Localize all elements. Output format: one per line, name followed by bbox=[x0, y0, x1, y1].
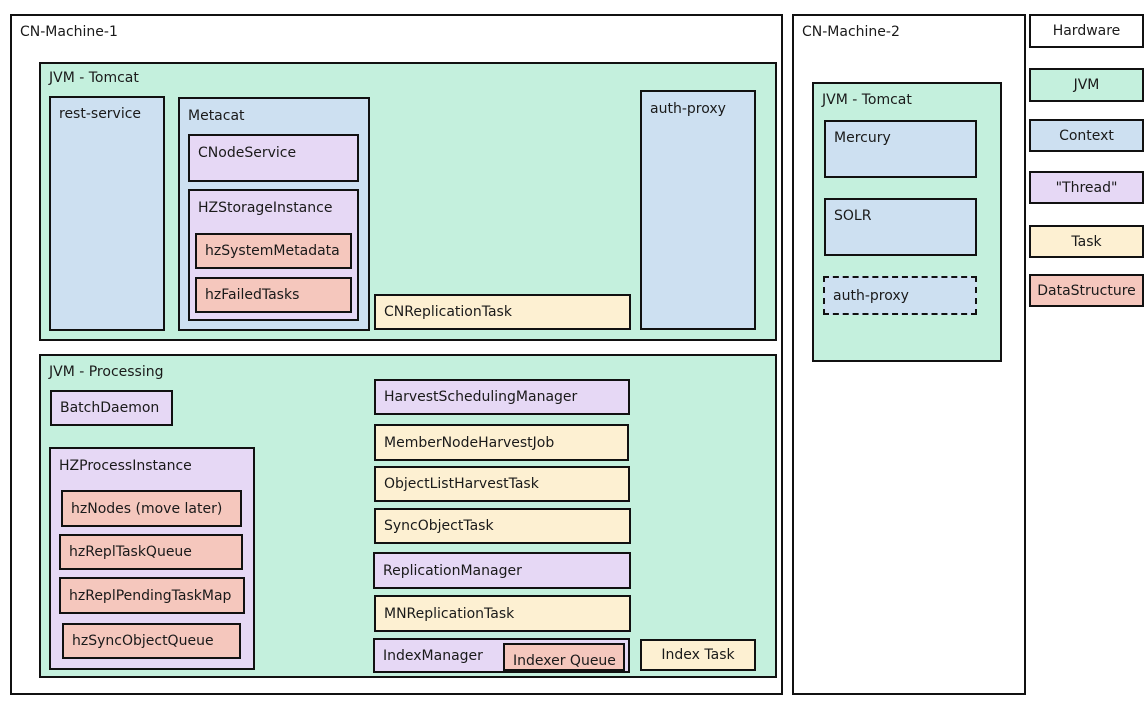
cn-machine-2-title: CN-Machine-2 bbox=[802, 24, 900, 40]
jvm-processing-title: JVM - Processing bbox=[49, 364, 164, 380]
batch-daemon-label: BatchDaemon bbox=[60, 400, 160, 416]
mercury-context: Mercury bbox=[824, 120, 977, 178]
legend-data-structure-label: DataStructure bbox=[1037, 282, 1136, 299]
hz-storage-instance-label: HZStorageInstance bbox=[198, 200, 333, 216]
auth-proxy-context-1: auth-proxy bbox=[640, 90, 756, 330]
hz-repl-pending-task-map-label: hzReplPendingTaskMap bbox=[69, 587, 232, 604]
legend-task: Task bbox=[1029, 225, 1144, 258]
sync-object-task: SyncObjectTask bbox=[374, 508, 631, 544]
hz-failed-tasks-label: hzFailedTasks bbox=[205, 287, 300, 303]
solr-label: SOLR bbox=[834, 208, 872, 224]
hz-repl-task-queue: hzReplTaskQueue bbox=[59, 534, 243, 570]
object-list-harvest-task: ObjectListHarvestTask bbox=[374, 466, 630, 502]
jvm-tomcat-1-title: JVM - Tomcat bbox=[49, 70, 139, 86]
jvm-tomcat-2-title: JVM - Tomcat bbox=[822, 92, 912, 108]
index-manager-label: IndexManager bbox=[383, 647, 483, 664]
legend-hardware-label: Hardware bbox=[1052, 23, 1121, 39]
cnode-service-label: CNodeService bbox=[198, 145, 297, 161]
member-node-harvest-job: MemberNodeHarvestJob bbox=[374, 424, 629, 461]
hz-system-metadata-label: hzSystemMetadata bbox=[205, 243, 340, 259]
mn-replication-task: MNReplicationTask bbox=[374, 595, 631, 632]
legend-task-label: Task bbox=[1071, 233, 1102, 250]
legend-hardware: Hardware bbox=[1029, 14, 1144, 48]
hz-system-metadata: hzSystemMetadata bbox=[195, 233, 352, 269]
cn-replication-task: CNReplicationTask bbox=[374, 294, 631, 330]
mn-replication-task-label: MNReplicationTask bbox=[384, 605, 515, 622]
legend-thread-label: "Thread" bbox=[1055, 179, 1118, 196]
cn-machine-1-title: CN-Machine-1 bbox=[20, 24, 118, 40]
object-list-harvest-task-label: ObjectListHarvestTask bbox=[384, 476, 539, 492]
indexer-queue-label: Indexer Queue bbox=[513, 653, 616, 669]
harvest-scheduling-manager-label: HarvestSchedulingManager bbox=[384, 389, 578, 405]
auth-proxy-context-2: auth-proxy bbox=[823, 276, 977, 315]
cnode-service-thread: CNodeService bbox=[188, 134, 359, 182]
auth-proxy-2-label: auth-proxy bbox=[833, 287, 909, 304]
hz-nodes: hzNodes (move later) bbox=[61, 490, 242, 527]
solr-context: SOLR bbox=[824, 198, 977, 256]
legend-thread: "Thread" bbox=[1029, 171, 1144, 204]
hz-sync-object-queue: hzSyncObjectQueue bbox=[62, 623, 241, 659]
member-node-harvest-job-label: MemberNodeHarvestJob bbox=[384, 434, 555, 451]
replication-manager: ReplicationManager bbox=[373, 552, 631, 589]
index-task: Index Task bbox=[640, 639, 756, 671]
cn-replication-task-label: CNReplicationTask bbox=[384, 304, 512, 320]
rest-service-label: rest-service bbox=[59, 106, 142, 122]
legend-jvm: JVM bbox=[1029, 68, 1144, 102]
legend-context-label: Context bbox=[1059, 127, 1114, 144]
hz-process-instance-label: HZProcessInstance bbox=[59, 458, 192, 474]
batch-daemon-thread: BatchDaemon bbox=[50, 390, 173, 426]
sync-object-task-label: SyncObjectTask bbox=[384, 518, 494, 534]
legend-data-structure: DataStructure bbox=[1029, 274, 1144, 307]
rest-service-context: rest-service bbox=[49, 96, 165, 331]
harvest-scheduling-manager: HarvestSchedulingManager bbox=[374, 379, 630, 415]
legend-context: Context bbox=[1029, 119, 1144, 152]
metacat-label: Metacat bbox=[188, 108, 245, 124]
replication-manager-label: ReplicationManager bbox=[383, 562, 522, 579]
hz-repl-task-queue-label: hzReplTaskQueue bbox=[69, 544, 192, 560]
hz-sync-object-queue-label: hzSyncObjectQueue bbox=[72, 633, 214, 649]
index-task-label: Index Task bbox=[661, 647, 735, 663]
legend-jvm-label: JVM bbox=[1073, 77, 1100, 93]
auth-proxy-1-label: auth-proxy bbox=[650, 101, 726, 117]
mercury-label: Mercury bbox=[834, 130, 891, 146]
hz-repl-pending-task-map: hzReplPendingTaskMap bbox=[59, 577, 245, 614]
hz-failed-tasks: hzFailedTasks bbox=[195, 277, 352, 313]
hz-nodes-label: hzNodes (move later) bbox=[71, 500, 223, 517]
indexer-queue: Indexer Queue bbox=[503, 643, 625, 671]
